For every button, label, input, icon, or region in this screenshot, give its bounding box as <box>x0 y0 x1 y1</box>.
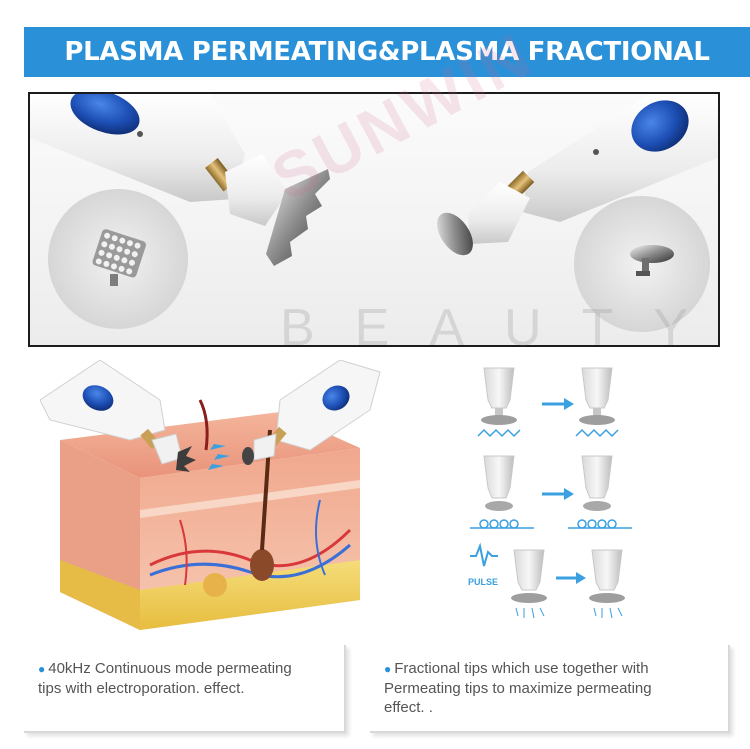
device-photo <box>28 92 720 347</box>
title-banner: PLASMA PERMEATING&PLASMA FRACTIONAL <box>24 27 750 77</box>
caption-right-text: ●Fractional tips which use together with… <box>384 659 718 717</box>
skin-illustration <box>39 359 420 645</box>
caption-left: ●40kHz Continuous mode permeating tips w… <box>24 645 346 733</box>
banner-title: PLASMA PERMEATING&PLASMA FRACTIONAL <box>64 37 710 67</box>
step-row-2 <box>470 455 632 529</box>
left-pen <box>30 94 330 266</box>
bullet-icon: ● <box>384 662 392 676</box>
steps-illustration: PULSE <box>464 360 744 635</box>
caption-left-text: ●40kHz Continuous mode permeating tips w… <box>38 659 334 698</box>
device-photo-graphic <box>30 94 718 332</box>
caption-right-line1: ●Fractional tips which use together with <box>384 660 649 677</box>
bullet-icon: ● <box>38 662 46 676</box>
caption-left-line1: ●40kHz Continuous mode permeating <box>38 660 292 677</box>
caption-left-line2: tips with electroporation. effect. <box>38 680 245 697</box>
step-row-3: PULSE <box>468 542 625 619</box>
right-pen <box>437 94 718 256</box>
tip-steps-diagram: PULSE <box>468 367 632 619</box>
permeating-tip-closeup <box>574 196 710 332</box>
fractional-tip-closeup <box>48 189 188 329</box>
step-row-1 <box>477 367 619 438</box>
caption-right-line2: Permeating tips to maximize permeating <box>384 680 652 697</box>
caption-right: ●Fractional tips which use together with… <box>370 645 730 733</box>
pulse-label: PULSE <box>468 577 498 587</box>
skin-cross-section <box>39 359 381 630</box>
caption-right-line3: effect. . <box>384 699 433 716</box>
pulse-icon <box>470 542 498 567</box>
